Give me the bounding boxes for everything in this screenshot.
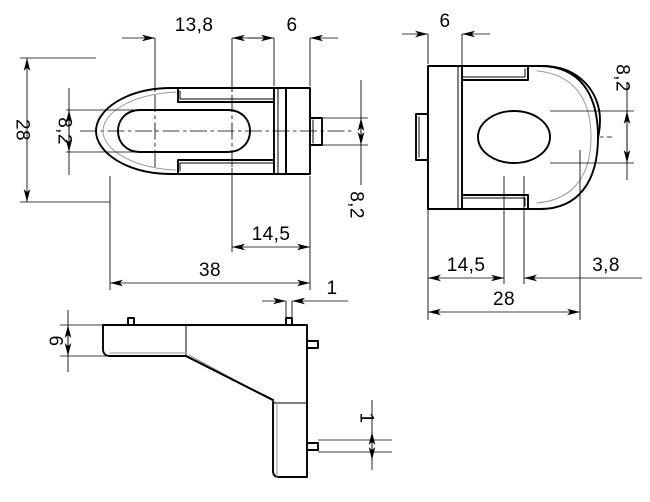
dim-label-3-8-side: 3,8: [592, 255, 620, 276]
dim-label-6-front: 6: [287, 15, 298, 36]
view-front: [66, 87, 352, 175]
view-bottom: [102, 317, 319, 478]
side-lower-rib: [461, 194, 529, 210]
front-body-tangent-arc: [102, 91, 177, 171]
bottom-tab-side-upper: [306, 340, 319, 349]
dim-label-1-top: 1: [327, 278, 338, 299]
view-bottom-dimensions: 6 1 1: [45, 278, 392, 470]
dim-label-13-8: 13,8: [175, 15, 214, 36]
bottom-tab-side-lower: [306, 442, 319, 451]
front-right-nub: [309, 117, 323, 146]
side-lower-rib-inner: [461, 197, 526, 207]
front-lower-rib: [177, 159, 275, 175]
dim-label-14-5-front: 14,5: [252, 224, 291, 245]
dim-label-14-5-side: 14,5: [447, 255, 486, 276]
side-body: [427, 65, 599, 210]
bottom-diagonal-edge: [185, 355, 274, 401]
dim-label-8-2-front-right: 8,2: [346, 191, 367, 219]
view-front-dimensions: 13,8 6 28 8,2 8,2 14,5 38: [12, 15, 368, 290]
view-side-dimensions: 6 8,2 14,5 3,8 28: [402, 11, 642, 320]
front-upper-rib: [177, 87, 275, 103]
bottom-tab-left: [127, 317, 135, 326]
bottom-L-outline: [102, 324, 308, 478]
side-upper-rib: [461, 65, 529, 81]
front-lower-rib-inner: [179, 162, 275, 172]
side-left-nub: [415, 113, 429, 161]
dim-label-6-bottom: 6: [45, 336, 66, 347]
dim-label-8-2-side: 8,2: [612, 64, 633, 92]
side-upper-rib-inner: [461, 68, 526, 78]
side-body-tangent-arc: [536, 70, 592, 204]
front-upper-rib-inner: [179, 90, 275, 100]
view-side: [415, 65, 634, 210]
dim-label-28-side: 28: [493, 289, 515, 310]
bottom-tab-right: [285, 317, 293, 326]
front-body-outline: [95, 87, 287, 175]
dim-label-6-side: 6: [440, 11, 451, 32]
dim-label-1-right: 1: [356, 413, 377, 424]
dim-label-8-2-front-left: 8,2: [54, 117, 75, 145]
front-oblong-slot: [117, 109, 251, 153]
dim-label-38: 38: [199, 260, 221, 281]
dim-label-28-front: 28: [12, 119, 33, 141]
side-oval-hole: [477, 110, 551, 164]
